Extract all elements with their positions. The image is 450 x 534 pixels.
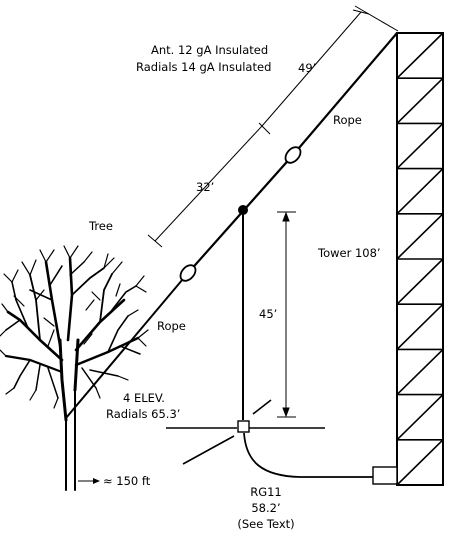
distance-label: ≈ 150 ft [103, 474, 151, 488]
rope-bottom-label: Rope [157, 319, 186, 333]
coax-connector-box [372, 466, 398, 485]
rope-top-label: Rope [333, 113, 362, 127]
coax-note-label: (See Text) [237, 517, 294, 531]
tower-label: Tower 108’ [317, 246, 381, 260]
vertical-length-label: 45’ [259, 307, 277, 321]
antenna-wire-label: Ant. 12 gA Insulated [151, 43, 268, 57]
tower-diagonal [396, 168, 444, 215]
feed-box [237, 420, 250, 433]
tree-label: Tree [88, 219, 113, 233]
tower-diagonal [396, 32, 444, 79]
tower-diagonal [396, 258, 444, 305]
tower-diagonal [396, 303, 444, 350]
radial-wire-label: Radials 14 gA Insulated [136, 60, 271, 74]
insulator-upper [284, 146, 302, 164]
tower [396, 32, 444, 486]
dimension-32 [147, 125, 263, 248]
radials [166, 399, 325, 465]
tower-diagonal [396, 213, 444, 260]
insulator-lower [179, 264, 197, 282]
tower-diagonal [396, 77, 444, 124]
middle-length-label: 32’ [196, 180, 214, 194]
antenna-wire [65, 32, 398, 419]
tree [0, 245, 149, 491]
tower-diagonal [396, 122, 444, 170]
coax-cable [243, 432, 374, 478]
dimension-45 [277, 211, 296, 418]
dimension-49 [258, 5, 399, 135]
radials-count-label: 4 ELEV. [123, 391, 165, 405]
tower-diagonal [396, 394, 444, 441]
tower-diagonal [396, 439, 444, 486]
tower-diagonal [396, 348, 444, 396]
coax-type-label: RG11 [250, 485, 282, 499]
radials-length-label: Radials 65.3’ [106, 407, 180, 421]
coax-length-label: 58.2’ [251, 501, 280, 515]
upper-length-label: 49’ [298, 61, 316, 75]
distance-arrow [78, 478, 100, 484]
